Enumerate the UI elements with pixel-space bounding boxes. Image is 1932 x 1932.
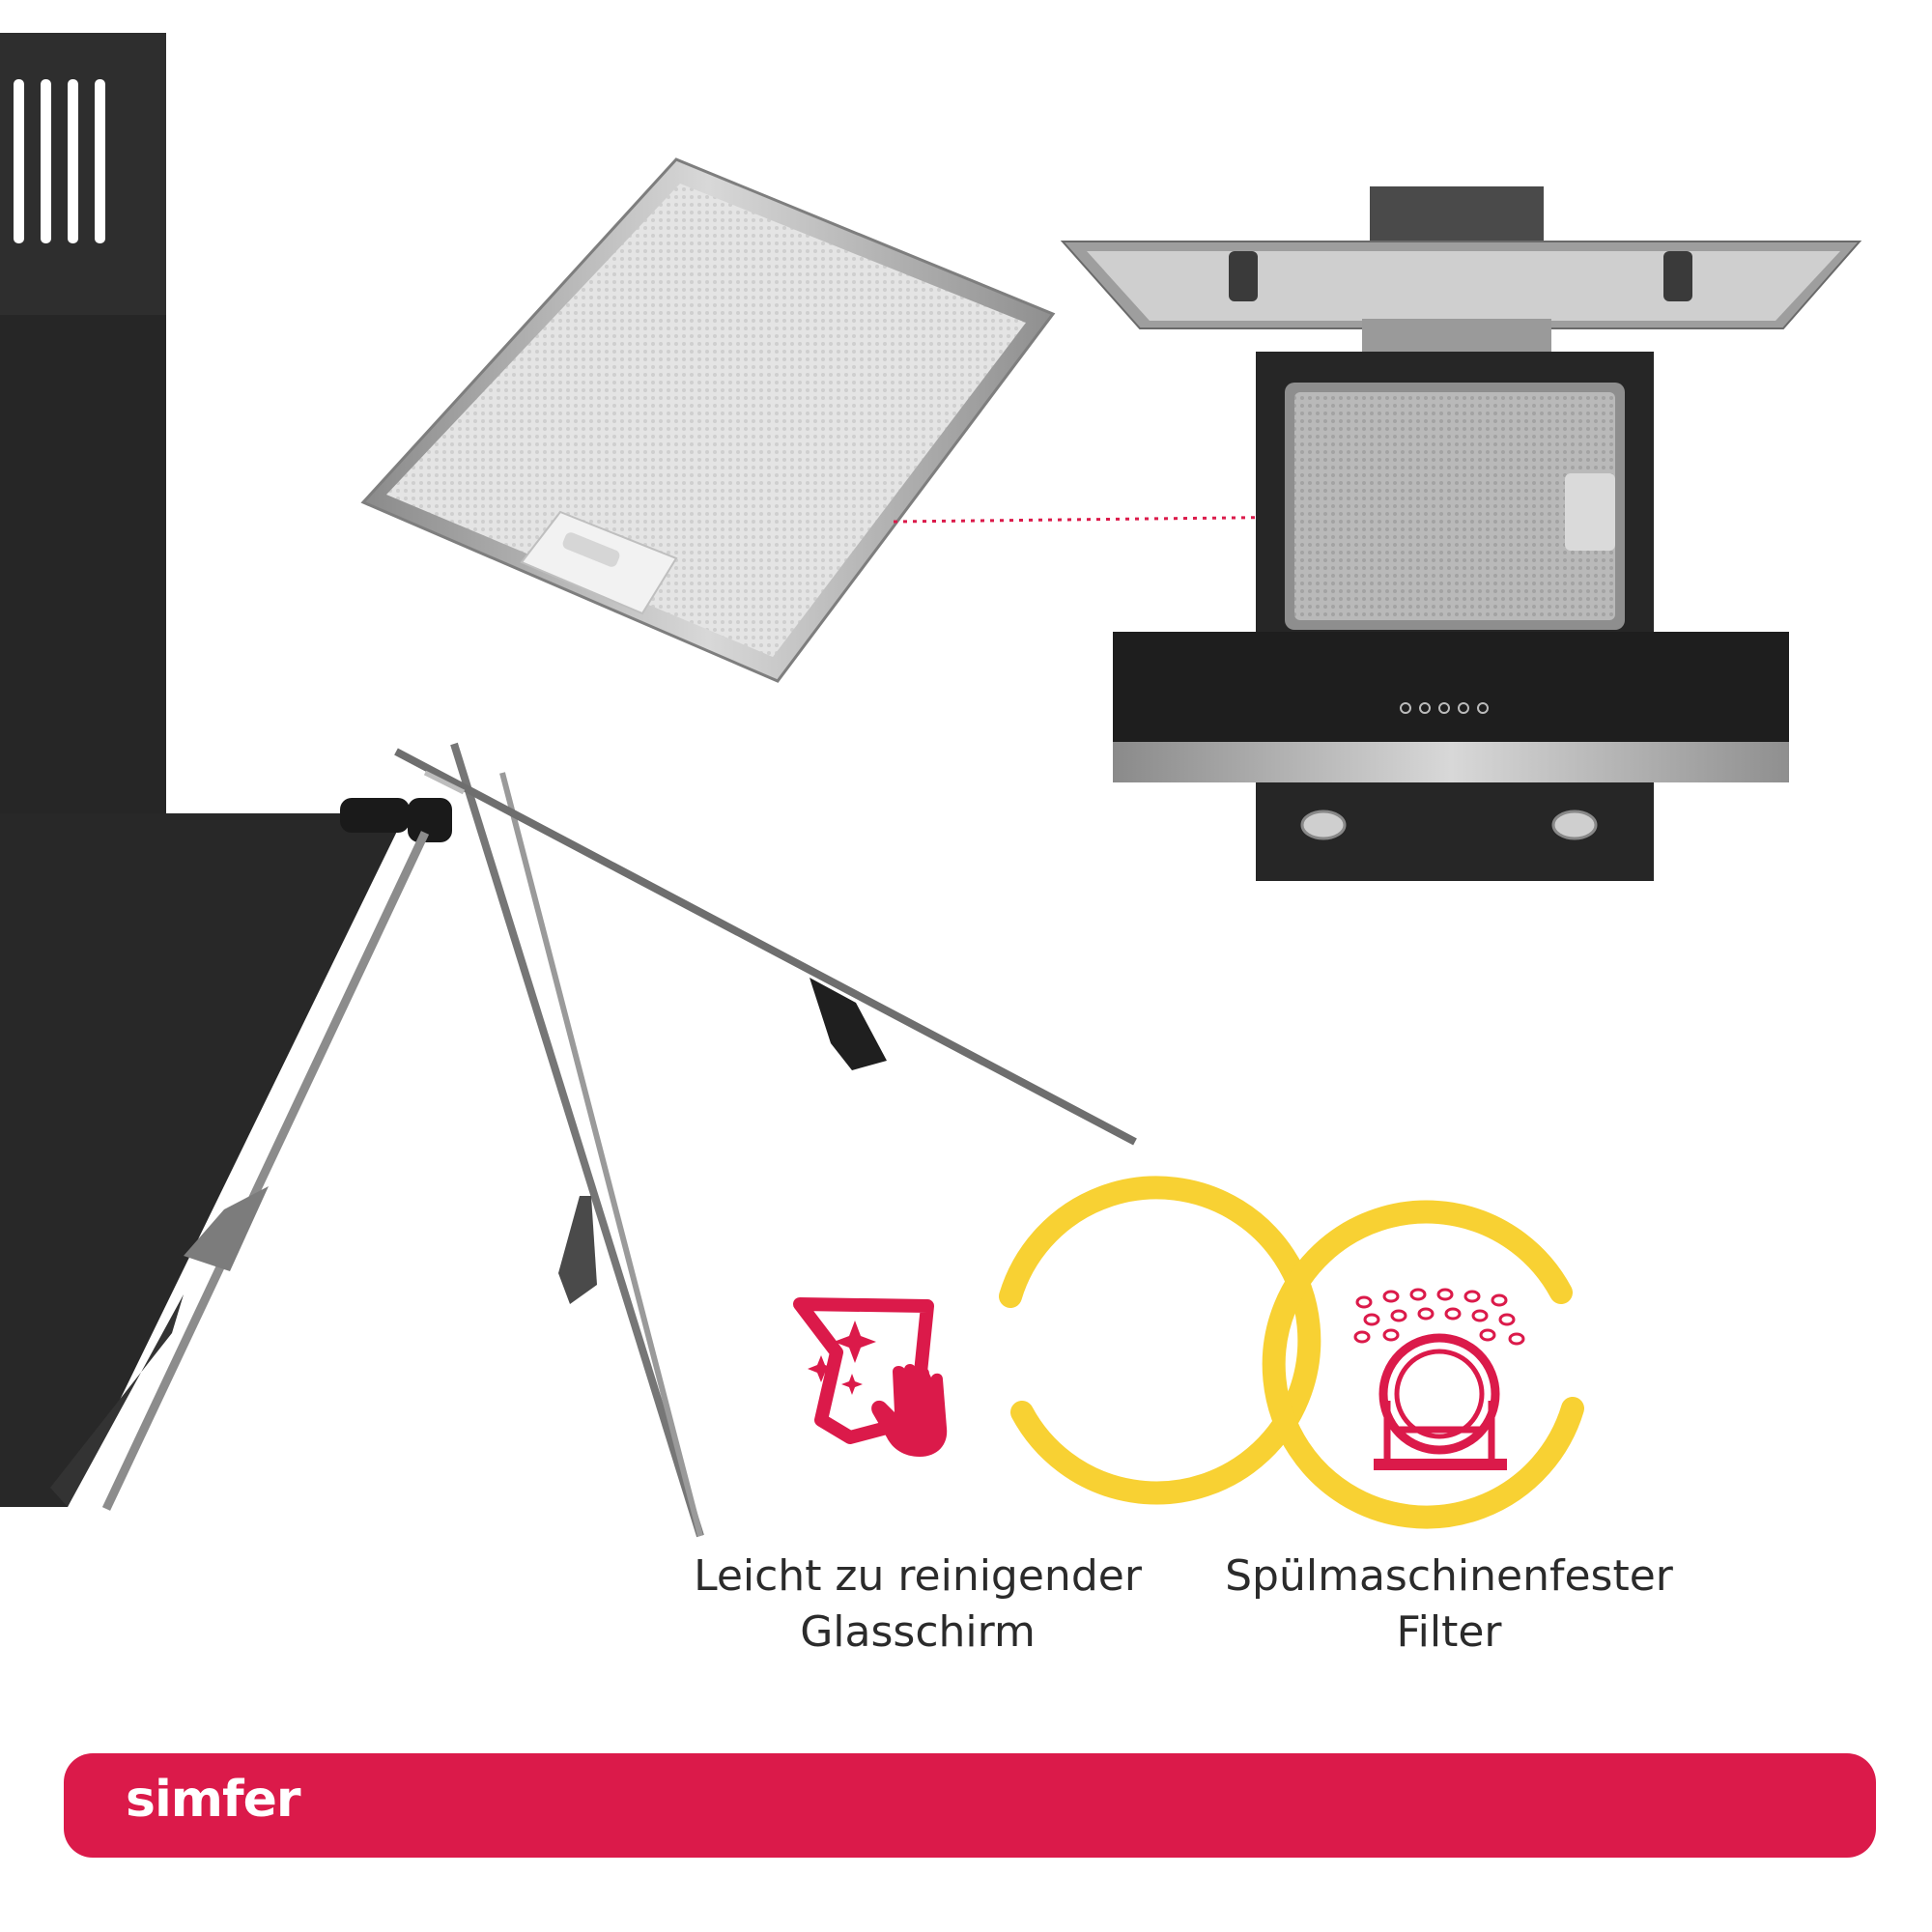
hood-glass-shadow <box>50 1294 184 1507</box>
small-control-panel <box>1113 632 1789 746</box>
ring-yellow-1 <box>999 1176 1321 1505</box>
feature-icon-dishwasher <box>1262 1200 1584 1529</box>
glass-panel-open <box>394 748 1137 1146</box>
light-left <box>1300 810 1347 840</box>
dish-rack <box>1383 1401 1495 1459</box>
glass-bracket-2 <box>558 1196 597 1304</box>
cloth-icon <box>793 1297 934 1444</box>
glass-panel-edge-1 <box>101 831 430 1511</box>
hood-glass-body <box>0 813 406 1507</box>
small-glass-inner <box>1087 251 1840 321</box>
feature-caption-cleaning: Leicht zu reinigender Glasschirm <box>618 1548 1217 1661</box>
glass-bracket-3 <box>184 1186 269 1271</box>
sparkle-icon-small-1 <box>808 1355 835 1382</box>
brand-bar: simfer <box>64 1753 1876 1858</box>
brand-logo: simfer <box>126 1771 300 1829</box>
dotted-connector <box>893 515 1320 524</box>
feature-caption-line2: Filter <box>1396 1607 1502 1657</box>
grease-filter <box>360 157 1056 683</box>
feature-icon-cleaning <box>793 1176 1321 1505</box>
filter-handle <box>520 510 678 615</box>
hinge-left <box>340 798 410 833</box>
chimney-upper <box>0 33 166 315</box>
small-filter-mesh <box>1294 392 1615 620</box>
small-hinge-left <box>1229 251 1258 301</box>
hand-icon <box>871 1364 948 1457</box>
feature-caption-dishwasher: Spülmaschinenfester Filter <box>1179 1548 1719 1661</box>
small-support-bar <box>1362 319 1551 355</box>
dish-tray <box>1374 1459 1507 1470</box>
feature-caption-line1: Leicht zu reinigender <box>694 1551 1142 1601</box>
feature-caption-line1: Spülmaschinenfester <box>1225 1551 1673 1601</box>
hinge-right <box>408 798 452 842</box>
sparkle-icon-large <box>834 1321 876 1363</box>
small-filter-handle <box>1565 473 1615 551</box>
hood-small-right <box>1060 186 1862 881</box>
filter-handle-slot <box>562 532 620 567</box>
water-droplets-icon <box>1353 1288 1525 1346</box>
dish-inner <box>1394 1349 1485 1439</box>
ring-yellow-2 <box>1262 1200 1584 1529</box>
small-hinge-right <box>1663 251 1692 301</box>
glass-bracket-1 <box>810 978 887 1070</box>
small-lower-body <box>1256 782 1654 881</box>
feature-caption-line2: Glasschirm <box>800 1607 1036 1657</box>
sparkle-icon-small-2 <box>841 1374 863 1395</box>
hood-large-left <box>0 33 1137 1538</box>
glass-panel-edge-2 <box>450 742 704 1538</box>
filter-mesh <box>386 184 1026 657</box>
glass-panel-edge-3 <box>499 772 703 1537</box>
small-steel-strip <box>1113 742 1789 782</box>
chimney-vent-slots <box>14 79 105 243</box>
glass-panel-open-inner <box>423 770 466 795</box>
control-buttons <box>1400 702 1489 714</box>
light-right <box>1551 810 1598 840</box>
dish-outer <box>1378 1333 1500 1455</box>
